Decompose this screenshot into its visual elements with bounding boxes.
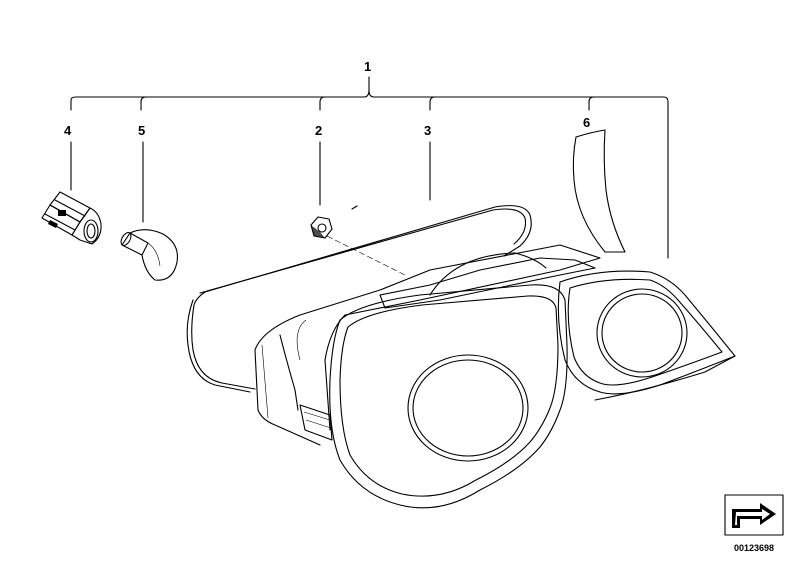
nut-part-2 (310, 216, 333, 239)
callout-bracket (70, 76, 669, 259)
catalog-badge: 00123698 (724, 494, 784, 553)
leader-line-bolt (326, 235, 406, 276)
catalog-number: 00123698 (734, 543, 774, 553)
leader-mark (351, 205, 358, 210)
bulb-socket-part-4 (41, 191, 102, 245)
tail-light-assembly-part-1 (254, 244, 736, 509)
callout-label-6: 6 (583, 115, 590, 130)
callout-label-3: 3 (424, 123, 431, 138)
bulb-part-5 (120, 229, 178, 281)
callout-label-5: 5 (138, 123, 145, 138)
callout-label-1: 1 (364, 59, 371, 74)
reflector-strip-part-6 (572, 129, 626, 253)
callout-label-4: 4 (64, 123, 72, 138)
gasket-part-3 (186, 205, 532, 393)
callout-label-2: 2 (315, 123, 322, 138)
catalog-box (724, 494, 784, 536)
